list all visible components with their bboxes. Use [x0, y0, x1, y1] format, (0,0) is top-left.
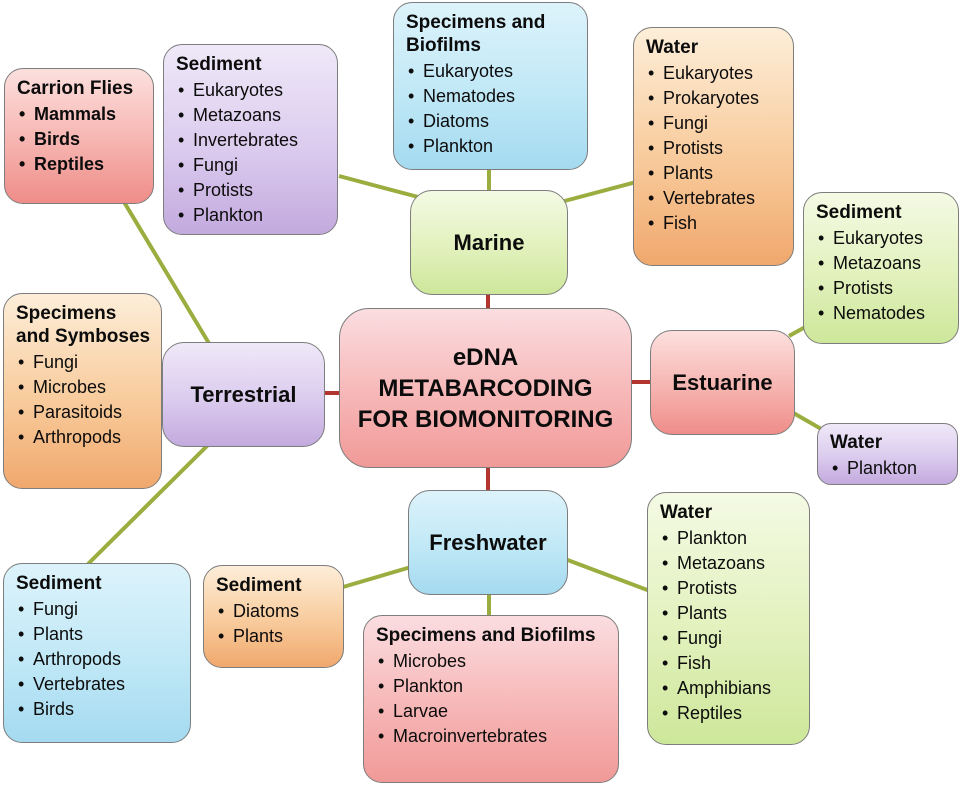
list-item: Eukaryotes	[646, 61, 785, 86]
list-item: Vertebrates	[646, 186, 785, 211]
list-item: Prokaryotes	[646, 86, 785, 111]
leaf-title: Water	[646, 37, 699, 58]
leaf-item-list: Eukaryotes Metazoans Protists Nematodes	[816, 226, 950, 326]
list-item: Plants	[660, 601, 801, 626]
leaf-box-freshwater-biofilms: Specimens and Biofilms Microbes Plankton…	[363, 615, 619, 783]
list-item: Macroinvertebrates	[376, 724, 610, 749]
leaf-box-marine-water: Water Eukaryotes Prokaryotes Fungi Proti…	[633, 27, 794, 266]
list-item: Fungi	[660, 626, 801, 651]
list-item: Diatoms	[216, 599, 335, 624]
leaf-item-list: Mammals Birds Reptiles	[17, 102, 145, 177]
list-item: Larvae	[376, 699, 610, 724]
leaf-item-list: Plankton	[830, 456, 949, 481]
list-item: Plankton	[660, 526, 801, 551]
list-item: Fungi	[16, 350, 153, 375]
list-item: Nematodes	[816, 301, 950, 326]
leaf-title: Sediment	[16, 573, 102, 594]
leaf-title: Water	[830, 432, 883, 453]
list-item: Fungi	[176, 153, 329, 178]
connector-estuarine-water	[789, 409, 824, 432]
list-item: Fish	[660, 651, 801, 676]
list-item: Birds	[16, 697, 182, 722]
list-item: Amphibians	[660, 676, 801, 701]
list-item: Protists	[646, 136, 785, 161]
list-item: Plants	[646, 161, 785, 186]
list-item: Vertebrates	[16, 672, 182, 697]
list-item: Metazoans	[816, 251, 950, 276]
list-item: Microbes	[376, 649, 610, 674]
leaf-item-list: Eukaryotes Nematodes Diatoms Plankton	[406, 59, 579, 159]
leaf-box-marine-biofilms: Specimens and Biofilms Eukaryotes Nemato…	[393, 2, 588, 170]
connector-marine-sediment	[338, 174, 423, 200]
list-item: Plankton	[176, 203, 329, 228]
list-item: Metazoans	[660, 551, 801, 576]
list-item: Mammals	[17, 102, 145, 127]
list-item: Eukaryotes	[406, 59, 579, 84]
leaf-title: Sediment	[176, 54, 262, 75]
leaf-item-list: Eukaryotes Prokaryotes Fungi Protists Pl…	[646, 61, 785, 236]
list-item: Diatoms	[406, 109, 579, 134]
leaf-box-estuarine-water: Water Plankton	[817, 423, 958, 485]
list-item: Eukaryotes	[176, 78, 329, 103]
leaf-item-list: Eukaryotes Metazoans Invertebrates Fungi…	[176, 78, 329, 228]
leaf-item-list: Fungi Plants Arthropods Vertebrates Bird…	[16, 597, 182, 722]
leaf-title: Sediment	[216, 575, 302, 596]
leaf-item-list: Plankton Metazoans Protists Plants Fungi…	[660, 526, 801, 726]
list-item: Arthropods	[16, 425, 153, 450]
leaf-title: Water	[660, 502, 713, 523]
list-item: Reptiles	[660, 701, 801, 726]
leaf-title: Specimens and Biofilms	[376, 625, 596, 646]
central-topic-node: eDNA METABARCODING FOR BIOMONITORING	[339, 308, 632, 468]
list-item: Birds	[17, 127, 145, 152]
branch-node-estuarine: Estuarine	[650, 330, 795, 435]
connector-terrestrial-carrion	[122, 200, 212, 347]
list-item: Fungi	[646, 111, 785, 136]
connector-terrestrial-sediment	[86, 443, 210, 566]
list-item: Fungi	[16, 597, 182, 622]
branch-node-freshwater: Freshwater	[408, 490, 568, 595]
leaf-box-terrestrial-symbioses: Specimens and Symboses Fungi Microbes Pa…	[3, 293, 162, 489]
leaf-title: Carrion Flies	[17, 78, 134, 99]
leaf-item-list: Diatoms Plants	[216, 599, 335, 649]
list-item: Reptiles	[17, 152, 145, 177]
list-item: Arthropods	[16, 647, 182, 672]
connector-freshwater-sediment	[342, 565, 412, 589]
leaf-title: Specimens and Biofilms	[406, 12, 546, 56]
list-item: Microbes	[16, 375, 153, 400]
leaf-box-freshwater-sediment: Sediment Diatoms Plants	[203, 565, 344, 668]
list-item: Plankton	[406, 134, 579, 159]
list-item: Invertebrates	[176, 128, 329, 153]
leaf-box-estuarine-sediment: Sediment Eukaryotes Metazoans Protists N…	[803, 192, 959, 344]
list-item: Metazoans	[176, 103, 329, 128]
branch-node-marine: Marine	[410, 190, 568, 295]
list-item: Plants	[216, 624, 335, 649]
leaf-title: Specimens and Symboses	[16, 303, 151, 347]
connector-marine-water	[556, 180, 637, 205]
leaf-item-list: Fungi Microbes Parasitoids Arthropods	[16, 350, 153, 450]
list-item: Plankton	[376, 674, 610, 699]
leaf-box-carrion-flies: Carrion Flies Mammals Birds Reptiles	[4, 68, 154, 204]
list-item: Protists	[660, 576, 801, 601]
leaf-box-marine-sediment: Sediment Eukaryotes Metazoans Invertebra…	[163, 44, 338, 235]
leaf-item-list: Microbes Plankton Larvae Macroinvertebra…	[376, 649, 610, 749]
leaf-box-freshwater-water: Water Plankton Metazoans Protists Plants…	[647, 492, 810, 745]
list-item: Plankton	[830, 456, 949, 481]
list-item: Protists	[176, 178, 329, 203]
list-item: Parasitoids	[16, 400, 153, 425]
list-item: Plants	[16, 622, 182, 647]
leaf-box-terrestrial-sediment: Sediment Fungi Plants Arthropods Vertebr…	[3, 563, 191, 743]
connector-freshwater-water	[564, 557, 651, 593]
branch-node-terrestrial: Terrestrial	[162, 342, 325, 447]
list-item: Protists	[816, 276, 950, 301]
list-item: Fish	[646, 211, 785, 236]
list-item: Nematodes	[406, 84, 579, 109]
leaf-title: Sediment	[816, 202, 902, 223]
list-item: Eukaryotes	[816, 226, 950, 251]
